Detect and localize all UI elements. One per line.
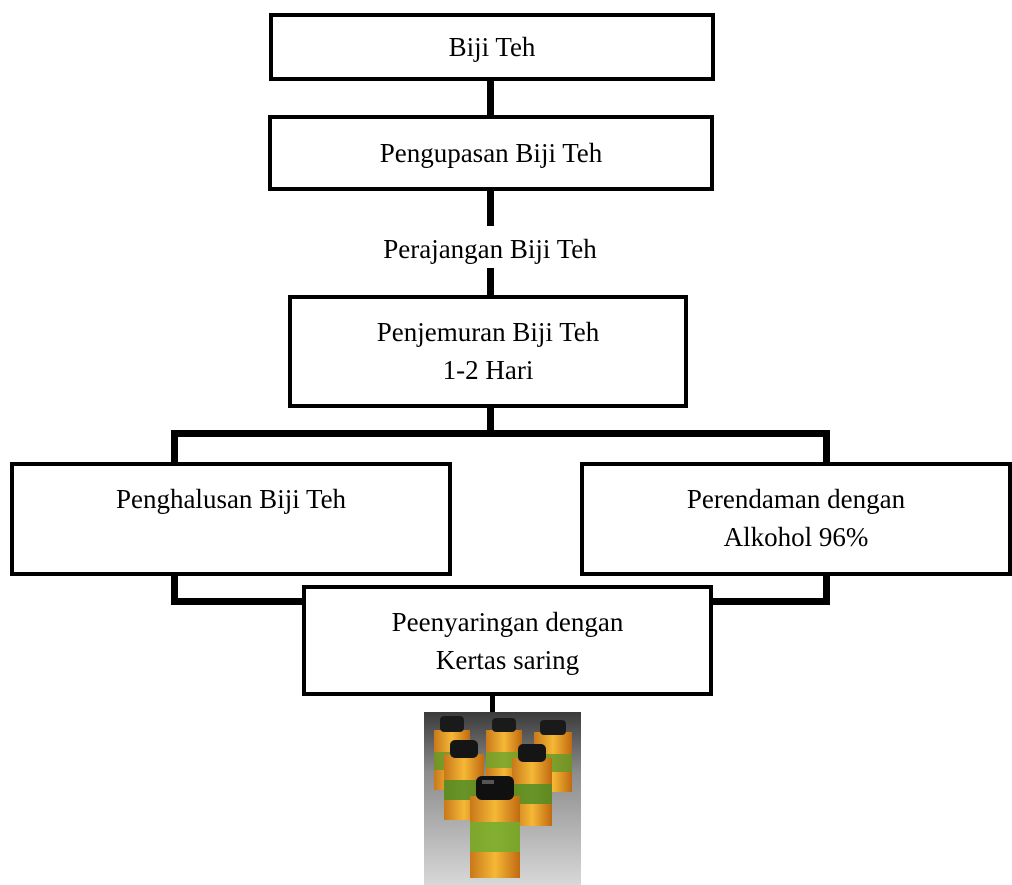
bottle-middle-left — [444, 740, 484, 820]
branch-horizontal — [171, 430, 830, 437]
step-perendaman: Perendaman dengan Alkohol 96% — [580, 462, 1012, 576]
bottle-front — [470, 776, 520, 878]
bottles-illustration — [424, 712, 581, 885]
product-bottles-photo — [424, 712, 581, 885]
branch-left-down — [171, 430, 178, 465]
step-penjemuran: Penjemuran Biji Teh 1-2 Hari — [288, 295, 688, 408]
step-pengupasan: Pengupasan Biji Teh — [268, 115, 714, 191]
connector-6-photo — [490, 694, 495, 714]
step-penjemuran-label-2: 1-2 Hari — [442, 355, 534, 385]
connector-3-4 — [487, 268, 494, 296]
connector-4-branch — [487, 407, 494, 435]
step-biji-teh-label: Biji Teh — [448, 32, 536, 62]
merge-right-horizontal — [710, 598, 830, 605]
step-perajangan: Perajangan Biji Teh — [340, 230, 640, 268]
step-perendaman-label-1: Perendaman dengan — [686, 484, 906, 514]
step-biji-teh: Biji Teh — [269, 13, 715, 81]
merge-left-down — [171, 575, 178, 605]
merge-right-down — [823, 575, 830, 605]
branch-right-down — [823, 430, 830, 465]
step-penyaringan-label-2: Kertas saring — [435, 645, 580, 675]
step-perendaman-label-2: Alkohol 96% — [723, 522, 869, 552]
step-penghalusan: Penghalusan Biji Teh — [10, 462, 452, 576]
step-perajangan-label: Perajangan Biji Teh — [383, 234, 597, 264]
step-penyaringan-label-1: Peenyaringan dengan — [391, 607, 624, 637]
step-penghalusan-label: Penghalusan Biji Teh — [115, 484, 347, 514]
connector-1-2 — [487, 80, 494, 116]
merge-left-horizontal — [171, 598, 305, 605]
connector-2-3 — [487, 190, 494, 226]
step-pengupasan-label: Pengupasan Biji Teh — [379, 138, 603, 168]
step-penyaringan: Peenyaringan dengan Kertas saring — [302, 585, 713, 696]
step-penjemuran-label-1: Penjemuran Biji Teh — [376, 317, 600, 347]
